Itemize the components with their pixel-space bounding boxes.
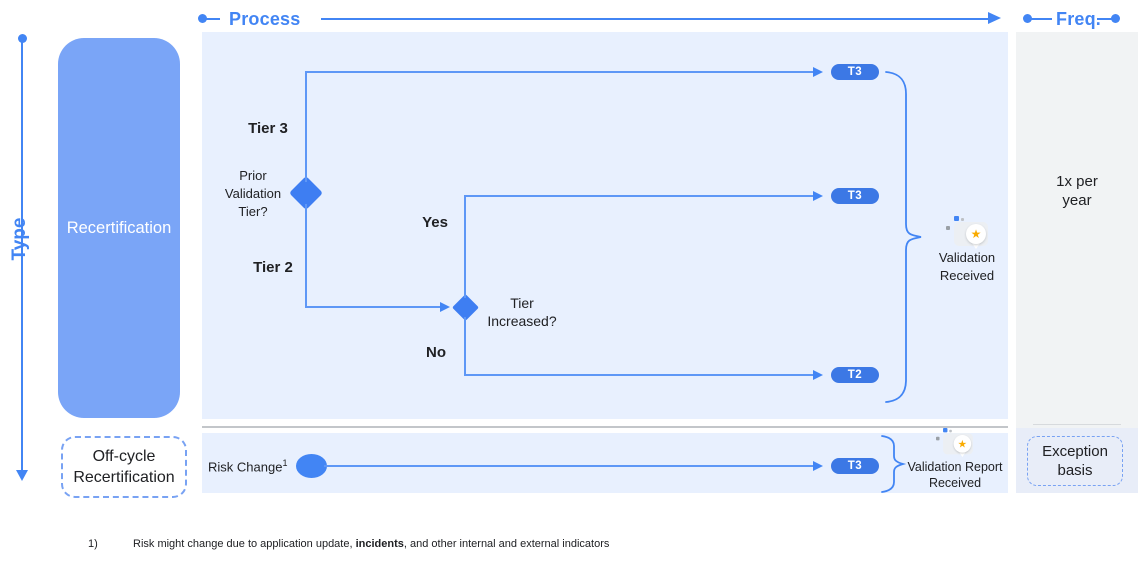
flow-arrowhead-icon	[813, 66, 823, 77]
flow-arrowhead-icon	[440, 301, 450, 312]
tier-pill-t3-mid: T3	[831, 188, 879, 204]
flow-arrowhead-icon	[813, 190, 823, 201]
process-axis-line	[321, 17, 989, 20]
validation-report-received-label: Validation Report Received	[907, 460, 1003, 490]
flow-line-tier3-up	[305, 72, 307, 182]
brace-validation-report	[881, 435, 907, 493]
flow-line-tier2-right	[305, 306, 441, 308]
certificate-icon: ★	[936, 428, 975, 458]
certificate-icon-dot	[954, 216, 959, 221]
certificate-icon-dot	[936, 436, 940, 441]
footnote-text-post: , and other internal and external indica…	[403, 538, 610, 550]
freq-axis-line-left	[1030, 17, 1052, 20]
risk-change-label: Risk Change1	[208, 458, 287, 474]
certificate-star-icon: ★	[966, 224, 986, 244]
footnote-text-bold: incidents	[355, 538, 404, 550]
risk-change-text: Risk Change	[208, 459, 283, 475]
decision-tier-increased-label: Tier Increased?	[487, 295, 557, 329]
frequency-divider-line	[1033, 424, 1121, 425]
flow-line-risk-change	[324, 465, 814, 467]
tier-pill-t3-top: T3	[831, 64, 879, 80]
tier3-branch-label: Tier 3	[248, 120, 288, 137]
yes-branch-label: Yes	[422, 214, 448, 231]
type-axis-start-dot	[17, 33, 27, 43]
freq-axis-label: Freq.	[1056, 9, 1102, 29]
flow-line-no-right	[464, 374, 814, 376]
risk-change-footnote-ref: 1	[282, 458, 288, 468]
flow-line-tier2-down	[305, 204, 307, 307]
certificate-icon-dot	[949, 429, 952, 433]
off-cycle-recertification-box: Off-cycle Recertification	[61, 436, 187, 498]
flow-arrowhead-icon	[813, 460, 823, 471]
certificate-icon: ★	[946, 216, 990, 250]
flow-line-yes-right	[464, 195, 814, 197]
certificate-ribbon	[958, 451, 966, 458]
flow-line-no-down	[464, 317, 466, 375]
type-axis-label: Type	[9, 217, 30, 261]
flow-line-tier3-right	[305, 71, 814, 73]
risk-change-node	[296, 454, 327, 478]
certificate-ribbon	[972, 243, 980, 249]
freq-axis-right-dot	[1111, 14, 1120, 23]
recertification-box: Recertification	[58, 38, 180, 418]
exception-basis-box: Exception basis	[1027, 436, 1123, 486]
row-divider	[202, 426, 1008, 428]
validation-received-label: Validation Received	[938, 250, 996, 283]
process-axis-arrow-icon	[988, 12, 1001, 24]
main-process-panel	[202, 32, 1008, 419]
certificate-icon-dot	[961, 218, 964, 221]
frequency-cell-annual: 1x per year	[1016, 32, 1138, 428]
flow-arrowhead-icon	[813, 369, 823, 380]
brace-validation-received	[885, 71, 922, 403]
type-axis-arrow-icon	[16, 470, 28, 481]
process-axis-line-start	[205, 17, 220, 20]
footnote-text-pre: Risk might change due to application upd…	[133, 538, 356, 550]
decision-prior-validation-label: Prior Validation Tier?	[224, 168, 282, 219]
certificate-icon-dot	[943, 428, 948, 433]
certificate-icon-dot	[946, 226, 950, 230]
certificate-star-icon: ★	[953, 435, 972, 453]
tier-pill-t3-offcycle: T3	[831, 458, 879, 474]
tier2-branch-label: Tier 2	[253, 259, 293, 276]
freq-axis-left-dot	[1023, 14, 1032, 23]
tier-pill-t2: T2	[831, 367, 879, 383]
flow-line-yes-up	[464, 196, 466, 298]
freq-axis-line-right	[1097, 17, 1114, 20]
footnote-marker: 1)	[88, 538, 98, 550]
frequency-annual-label: 1x per year	[1056, 173, 1098, 209]
process-axis-start-dot	[198, 14, 207, 23]
footnote-text: Risk might change due to application upd…	[133, 538, 609, 550]
type-axis-line	[21, 41, 23, 471]
no-branch-label: No	[426, 344, 446, 361]
process-axis-label: Process	[229, 9, 301, 29]
